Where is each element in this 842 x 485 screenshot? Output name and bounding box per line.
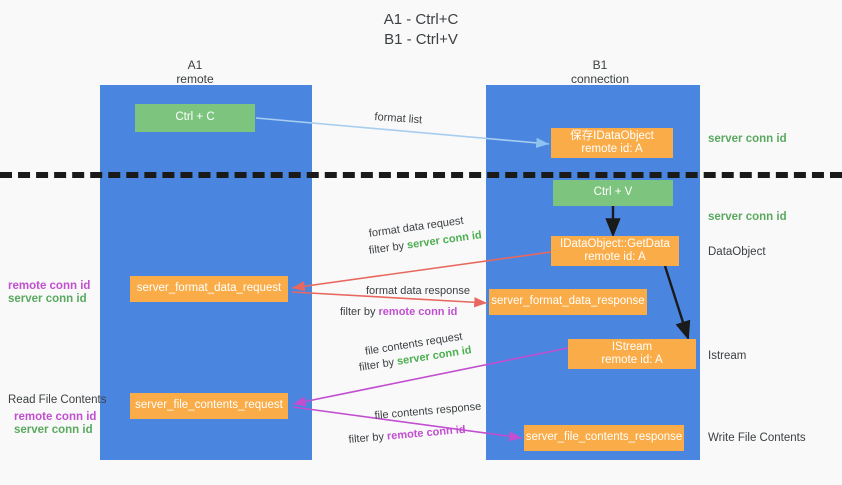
filter-by-text-4: filter by	[348, 430, 388, 446]
remote-conn-id-emphasis-2: remote conn id	[386, 423, 467, 443]
node-save-idataobject-sublabel: remote id: A	[581, 143, 643, 155]
edge-label-file-contents-response-filter: filter by remote conn id	[348, 423, 466, 447]
filter-by-text-3: filter by	[358, 355, 399, 374]
node-server-file-contents-response-label: server_file_contents_response	[525, 431, 683, 444]
label-server-conn-id-bottom: server conn id	[14, 424, 93, 436]
node-idataobject-getdata-sublabel: remote id: A	[584, 251, 646, 263]
node-save-idataobject[interactable]: 保存IDataObject remote id: A	[551, 128, 673, 158]
remote-conn-id-emphasis-1: remote conn id	[378, 306, 458, 318]
node-ctrl-v-label: Ctrl + V	[593, 186, 633, 199]
node-istream-sublabel: remote id: A	[601, 354, 663, 366]
label-server-conn-id-second: server conn id	[708, 211, 787, 223]
label-server-conn-id-top: server conn id	[708, 133, 787, 145]
node-server-file-contents-response[interactable]: server_file_contents_response	[524, 425, 684, 451]
label-remote-conn-id-mid: remote conn id	[8, 280, 91, 292]
column-header-b1-line2: connection	[570, 72, 630, 86]
label-istream: Istream	[708, 350, 747, 362]
column-header-a1-line2: remote	[176, 72, 214, 86]
filter-by-text-2: filter by	[340, 306, 379, 318]
node-server-format-data-response-label: server_format_data_response	[491, 295, 645, 308]
node-ctrl-c-label: Ctrl + C	[175, 111, 215, 124]
node-ctrl-c[interactable]: Ctrl + C	[135, 104, 255, 132]
label-dataobject: DataObject	[708, 246, 766, 258]
node-istream[interactable]: IStream remote id: A	[568, 339, 696, 369]
diagram-title: A1 - Ctrl+C B1 - Ctrl+V	[383, 11, 459, 48]
node-istream-label: IStream	[611, 340, 653, 353]
node-server-file-contents-request[interactable]: server_file_contents_request	[130, 393, 288, 419]
node-server-format-data-response[interactable]: server_format_data_response	[489, 289, 647, 315]
node-idataobject-getdata[interactable]: IDataObject::GetData remote id: A	[551, 236, 679, 266]
node-server-format-data-request-label: server_format_data_request	[136, 282, 282, 295]
edge-label-file-contents-response: file contents response	[374, 400, 482, 422]
node-server-file-contents-request-label: server_file_contents_request	[135, 399, 283, 412]
column-header-a1-line1: A1	[187, 58, 203, 72]
column-header-b1-line1: B1	[592, 58, 608, 72]
column-header-a1: A1 remote	[115, 58, 275, 86]
label-server-conn-id-mid: server conn id	[8, 293, 87, 305]
node-idataobject-getdata-label: IDataObject::GetData	[560, 237, 670, 250]
edge-label-format-list: format list	[374, 110, 423, 127]
edge-label-format-data-response-filter: filter by remote conn id	[340, 305, 457, 319]
phase-divider	[0, 172, 842, 178]
edge-label-format-data-response: format data response	[366, 285, 470, 297]
node-save-idataobject-label: 保存IDataObject	[570, 129, 654, 142]
label-write-file-contents: Write File Contents	[708, 432, 806, 444]
filter-by-text-1: filter by	[368, 239, 408, 257]
node-ctrl-v[interactable]: Ctrl + V	[553, 180, 673, 206]
label-read-file-contents: Read File Contents	[8, 394, 107, 406]
node-server-format-data-request[interactable]: server_format_data_request	[130, 276, 288, 302]
column-header-b1: B1 connection	[520, 58, 680, 86]
label-remote-conn-id-bottom: remote conn id	[14, 411, 97, 423]
